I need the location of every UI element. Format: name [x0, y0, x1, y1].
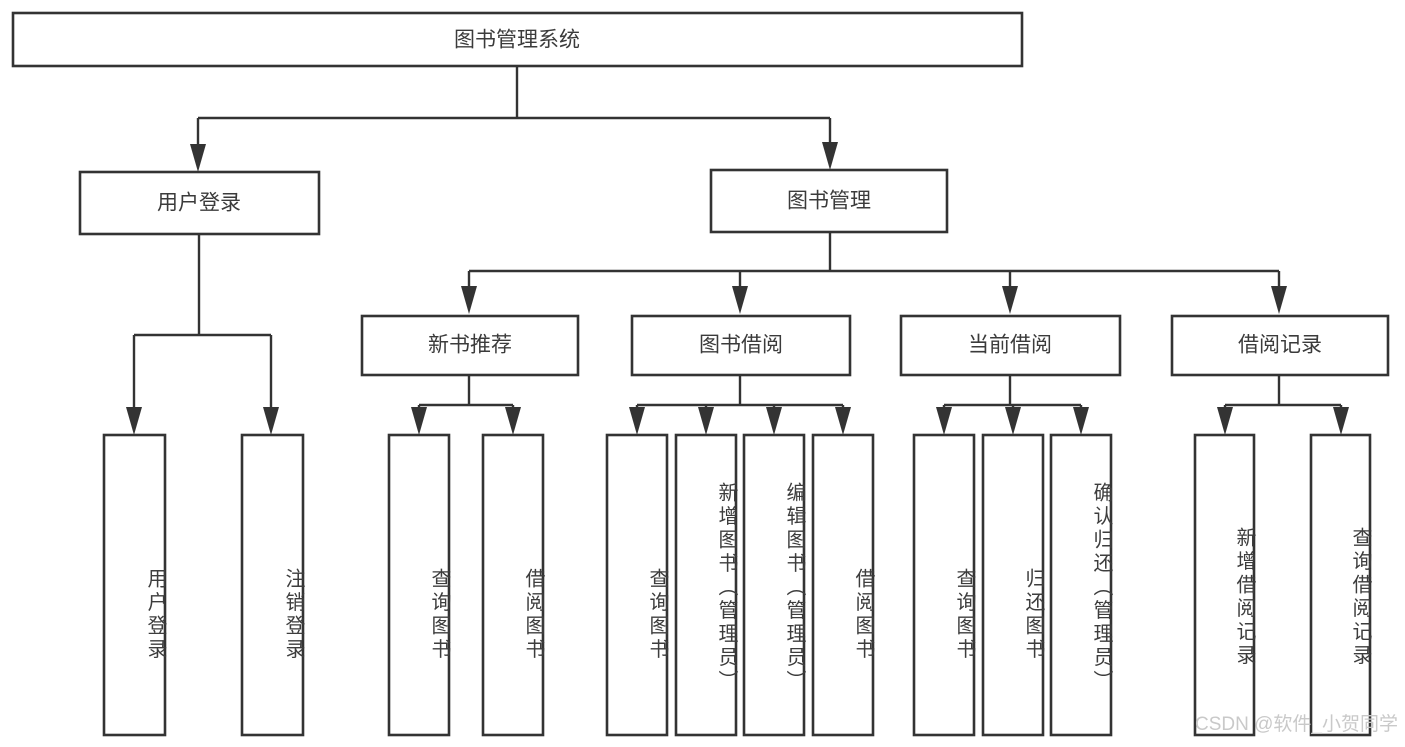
connector-group-root [190, 66, 838, 172]
connector-group-book-borrow [629, 375, 851, 435]
node-box-leaf-user-logout[interactable] [240, 433, 305, 737]
arrow-head-leaf-query-book-1 [411, 407, 427, 435]
node-label-book-borrow: 图书借阅 [699, 334, 783, 357]
arrow-head-leaf-confirm-return [1073, 407, 1089, 435]
arrow-head-current-borrow [1002, 286, 1018, 314]
node-box-leaf-return-book[interactable] [981, 433, 1045, 737]
arrow-head-leaf-edit-book [766, 407, 782, 435]
node-label-borrow-record: 借阅记录 [1238, 334, 1322, 357]
connector-group-current-borrow [936, 375, 1089, 435]
arrow-head-leaf-query-book-2 [629, 407, 645, 435]
node-box-leaf-borrow-book-1[interactable] [481, 433, 545, 737]
node-box-leaf-add-record[interactable] [1193, 433, 1256, 737]
connector-group-user-login [126, 234, 279, 435]
arrow-head-new-book-recommend [461, 286, 477, 314]
node-box-leaf-edit-book[interactable] [742, 433, 806, 737]
arrow-head-borrow-record [1271, 286, 1287, 314]
node-box-leaf-query-record[interactable] [1309, 433, 1372, 737]
arrow-head-leaf-borrow-book-2 [835, 407, 851, 435]
connector-group-borrow-record [1217, 375, 1349, 435]
arrow-head-leaf-user-login [126, 407, 142, 435]
node-box-root[interactable] [11, 11, 1024, 68]
connector-group-book-manage [461, 232, 1287, 314]
arrow-head-book-manage [822, 142, 838, 170]
arrow-head-leaf-borrow-book-1 [505, 407, 521, 435]
arrow-head-leaf-return-book [1005, 407, 1021, 435]
node-box-new-book-recommend[interactable] [360, 314, 580, 377]
arrow-head-leaf-add-book [698, 407, 714, 435]
node-box-borrow-record[interactable] [1170, 314, 1390, 377]
node-box-book-borrow[interactable] [630, 314, 852, 377]
node-box-current-borrow[interactable] [899, 314, 1122, 377]
arrow-head-leaf-add-record [1217, 407, 1233, 435]
arrow-head-book-borrow [732, 286, 748, 314]
arrow-head-leaf-query-book-3 [936, 407, 952, 435]
node-box-leaf-borrow-book-2[interactable] [811, 433, 875, 737]
node-box-leaf-add-book[interactable] [674, 433, 738, 737]
node-box-leaf-query-book-1[interactable] [387, 433, 451, 737]
node-label-user-login: 用户登录 [157, 192, 241, 215]
watermark-label: CSDN @软件_小贺同学 [1195, 713, 1398, 735]
node-box-user-login[interactable] [78, 170, 321, 236]
arrow-head-leaf-query-record [1333, 407, 1349, 435]
connector-group-new-book-recommend [411, 375, 521, 435]
node-label-current-borrow: 当前借阅 [968, 334, 1052, 357]
node-label-root: 图书管理系统 [454, 29, 580, 52]
node-box-leaf-user-login[interactable] [102, 433, 167, 737]
node-box-leaf-confirm-return[interactable] [1049, 433, 1113, 737]
node-label-new-book-recommend: 新书推荐 [428, 334, 512, 357]
arrow-head-user-login [190, 144, 206, 172]
arrow-head-leaf-user-logout [263, 407, 279, 435]
node-label-book-manage: 图书管理 [787, 190, 871, 213]
node-box-leaf-query-book-2[interactable] [605, 433, 669, 737]
node-box-book-manage[interactable] [709, 168, 949, 234]
node-box-leaf-query-book-3[interactable] [912, 433, 976, 737]
